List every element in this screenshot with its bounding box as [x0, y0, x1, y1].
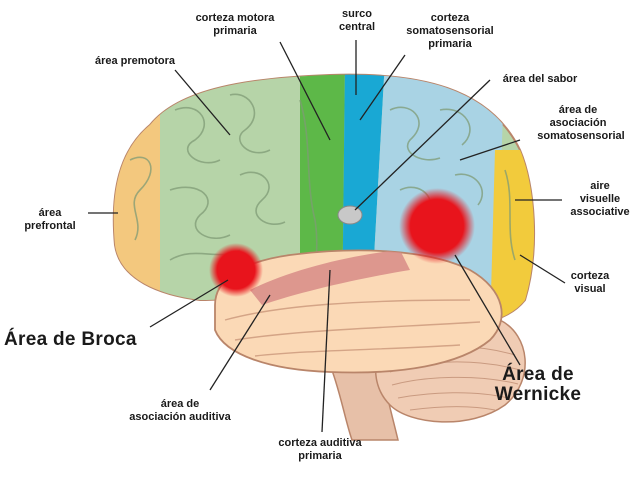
- label-prefrontal: área prefrontal: [24, 207, 76, 232]
- label-asociacion-auditiva: área de asociación auditiva: [129, 398, 231, 423]
- label-area-broca: Área de Broca: [4, 329, 137, 350]
- label-corteza-auditiva-primaria: corteza auditiva primaria: [278, 437, 362, 462]
- label-corteza-somatosensorial: corteza somatosensorial primaria: [406, 12, 494, 50]
- label-aire-visuelle: aire visuelle associative: [570, 180, 630, 218]
- prefrontal-region: [113, 74, 160, 320]
- taste-area: [337, 205, 363, 225]
- wernicke-area-hotspot: [399, 188, 475, 264]
- broca-area-hotspot: [209, 243, 263, 297]
- label-surco-central: surco central: [338, 8, 376, 33]
- label-area-premotora: área premotora: [94, 55, 176, 67]
- label-asociacion-somatosensorial: área de asociación somatosensorial: [537, 104, 625, 142]
- gyri-lines: [129, 93, 516, 301]
- temporal-gyri: [224, 299, 481, 357]
- label-area-sabor: área del sabor: [502, 73, 578, 85]
- pointer-lines: [88, 40, 566, 433]
- label-corteza-visual: corteza visual: [570, 270, 610, 295]
- label-corteza-motora: corteza motora primaria: [195, 12, 275, 37]
- label-area-wernicke: Área de Wernicke: [494, 364, 582, 405]
